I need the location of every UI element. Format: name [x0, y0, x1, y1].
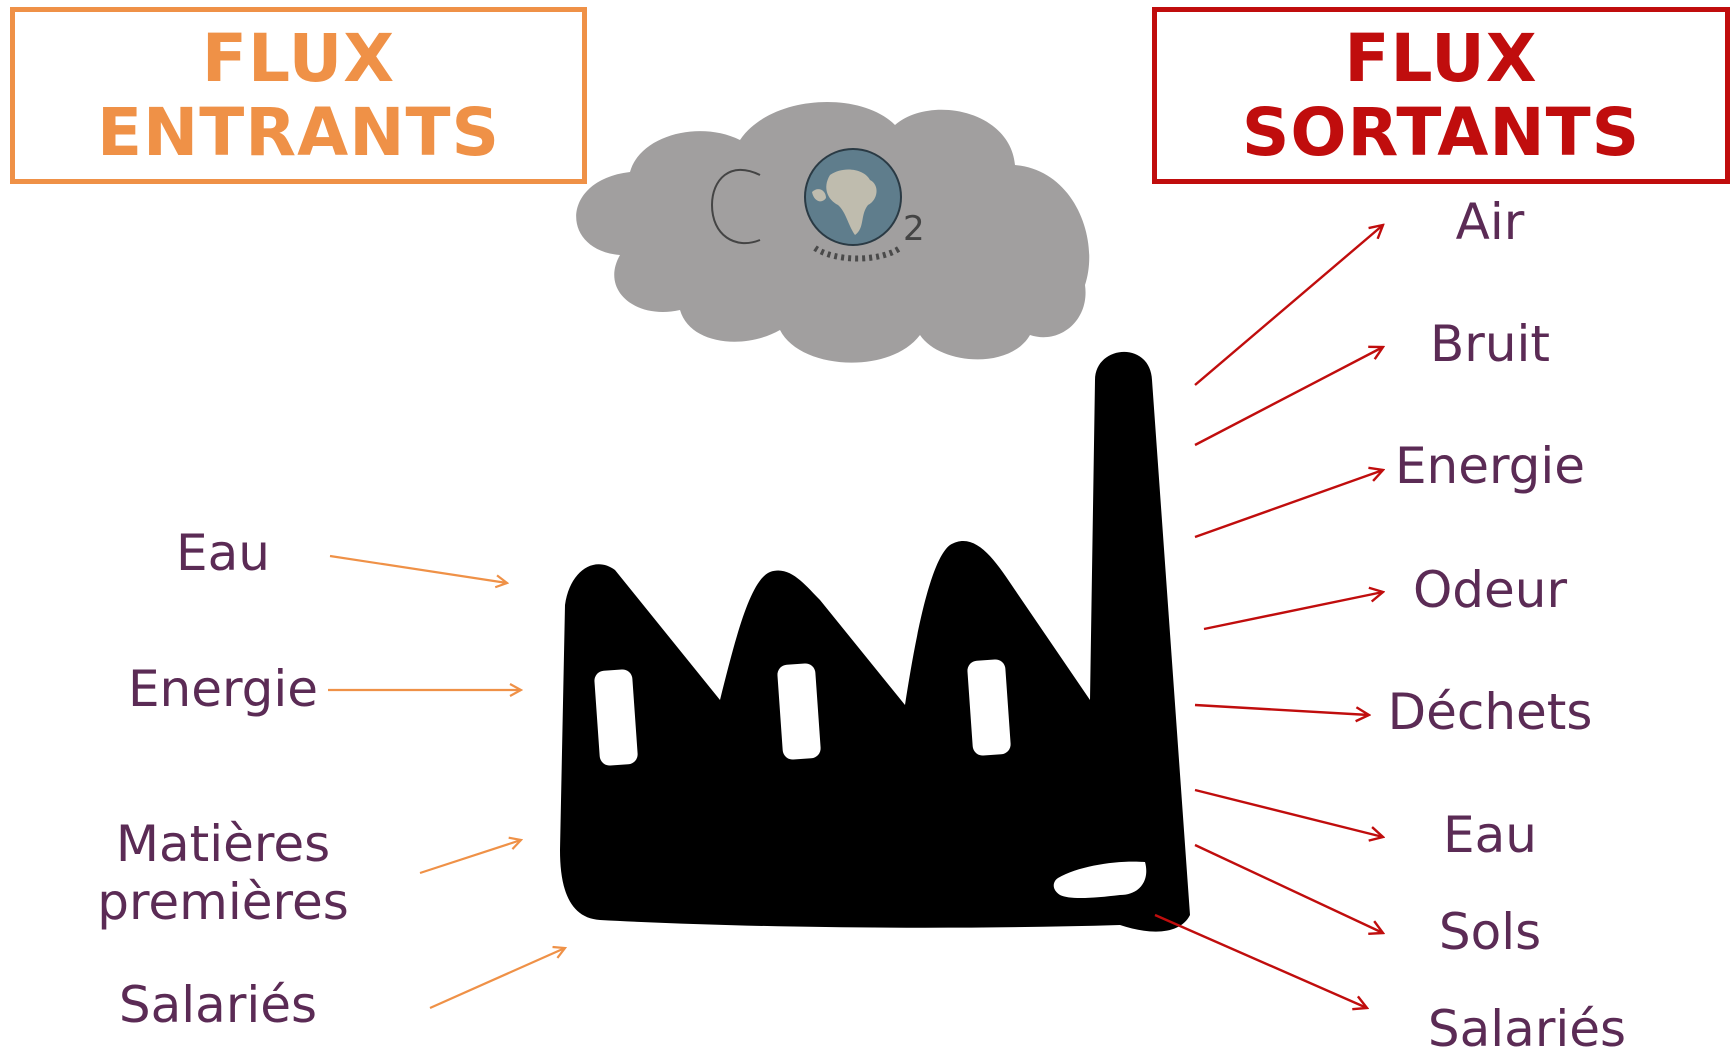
outflow-arrow-energie [1195, 470, 1383, 537]
outflow-label-bruit: Bruit [1430, 315, 1550, 373]
outflow-arrow-salaries [1155, 915, 1367, 1008]
inflow-label-eau: Eau [176, 524, 270, 582]
outflow-arrow-dechets [1195, 705, 1369, 715]
inflow-label-matieres: Matières premières [73, 815, 373, 931]
outflow-arrows [1155, 225, 1383, 1008]
inflow-arrows [328, 556, 565, 1008]
outflow-arrow-eau [1195, 790, 1383, 837]
outflow-label-salaries: Salariés [1428, 1000, 1626, 1058]
outflow-label-sols: Sols [1439, 903, 1541, 961]
inflow-label-energie: Energie [128, 660, 318, 718]
co2-cloud-icon: 2 [576, 102, 1089, 363]
factory-icon [560, 352, 1190, 932]
inflow-arrow-matieres [420, 840, 521, 873]
inflow-arrow-eau [330, 556, 507, 583]
outflow-label-odeur: Odeur [1413, 561, 1567, 619]
outflow-label-eau: Eau [1443, 806, 1537, 864]
outflow-label-air: Air [1456, 193, 1525, 251]
outflow-arrow-odeur [1204, 592, 1383, 629]
outflow-arrow-sols [1195, 845, 1383, 933]
outflow-label-dechets: Déchets [1388, 683, 1593, 741]
inflow-arrow-salaries [430, 948, 565, 1008]
svg-text:2: 2 [903, 209, 925, 249]
inflow-label-salaries: Salariés [119, 976, 317, 1034]
outflow-label-energie: Energie [1395, 437, 1585, 495]
